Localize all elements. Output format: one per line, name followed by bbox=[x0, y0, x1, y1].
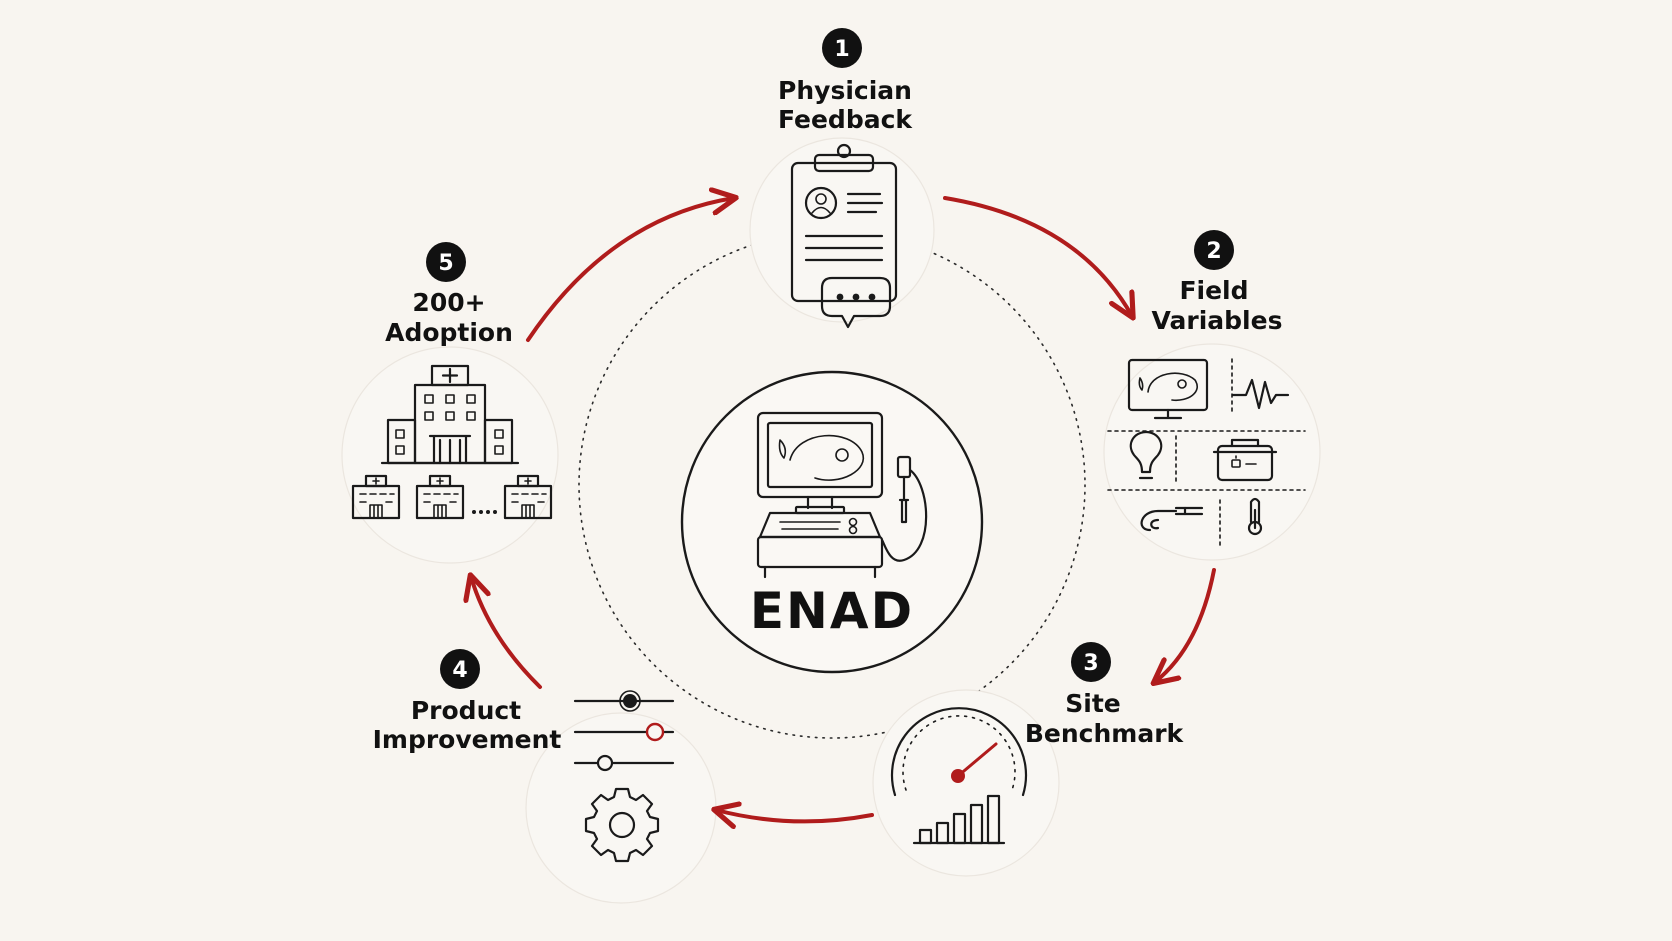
step-label-line-1: 200+ bbox=[412, 288, 485, 317]
probe-cable-icon bbox=[1140, 506, 1204, 532]
step-number-badge bbox=[1194, 230, 1234, 270]
step-physician-feedback: 1 Physician Feedback bbox=[778, 28, 913, 134]
gear-icon bbox=[584, 787, 660, 863]
step-label-line-2: Improvement bbox=[373, 725, 562, 754]
step-number: 3 bbox=[1083, 651, 1098, 676]
step-number: 5 bbox=[438, 251, 453, 276]
speedometer-chart-icon bbox=[890, 707, 1028, 845]
node-disc-field-variables bbox=[1103, 343, 1321, 561]
lightbulb-icon bbox=[1129, 430, 1163, 480]
ellipsis-icon bbox=[472, 510, 497, 514]
ultrasound-machine-icon bbox=[756, 411, 928, 579]
step-number-badge bbox=[426, 242, 466, 282]
node-disc-physician-feedback bbox=[749, 137, 935, 323]
arrow-feedback-to-variables bbox=[943, 196, 1132, 316]
step-label-line-2: Feedback bbox=[778, 105, 913, 134]
hospital-network-icon bbox=[351, 364, 553, 520]
monitor-icon bbox=[1127, 358, 1209, 420]
center-title: ENAD bbox=[750, 582, 914, 640]
step-number-badge bbox=[440, 649, 480, 689]
arrow-benchmark-to-improvement bbox=[716, 810, 874, 821]
node-disc-site-benchmark bbox=[872, 689, 1060, 877]
step-label-line-1: Product bbox=[411, 696, 521, 725]
step-number: 1 bbox=[834, 37, 849, 62]
step-adoption: 5 200+ Adoption bbox=[385, 242, 513, 347]
step-field-variables: 2 Field Variables bbox=[1152, 230, 1283, 335]
transducer-case-icon bbox=[1212, 438, 1278, 482]
main-hospital-icon bbox=[380, 364, 520, 465]
small-hospital-icon bbox=[351, 474, 401, 520]
step-number: 4 bbox=[452, 658, 467, 683]
sliders-gear-icon bbox=[573, 690, 675, 863]
arrow-variables-to-benchmark bbox=[1155, 568, 1216, 682]
arrow-adoption-to-feedback bbox=[526, 198, 734, 342]
step-number-badge bbox=[822, 28, 862, 68]
step-number: 2 bbox=[1206, 239, 1221, 264]
step-label-line-2: Adoption bbox=[385, 318, 513, 347]
speedometer-needle bbox=[956, 742, 998, 778]
step-label-line-1: Field bbox=[1179, 276, 1248, 305]
small-hospital-icon bbox=[415, 474, 465, 520]
small-hospital-icon bbox=[503, 474, 553, 520]
waveform-icon bbox=[1231, 378, 1290, 410]
clipboard-chat-icon bbox=[790, 143, 898, 329]
step-label-line-1: Site bbox=[1065, 689, 1120, 718]
step-site-benchmark: 3 Site Benchmark bbox=[1025, 642, 1185, 748]
step-label-line-1: Physician bbox=[778, 76, 912, 105]
thermometer-icon bbox=[1247, 497, 1263, 536]
field-variables-grid-icon bbox=[1107, 358, 1306, 546]
step-label-line-2: Benchmark bbox=[1025, 719, 1185, 748]
arrow-improvement-to-adoption bbox=[471, 577, 542, 689]
step-number-badge bbox=[1071, 642, 1111, 682]
step-product-improvement: 4 Product Improvement bbox=[373, 649, 562, 754]
step-label-line-2: Variables bbox=[1152, 306, 1283, 335]
